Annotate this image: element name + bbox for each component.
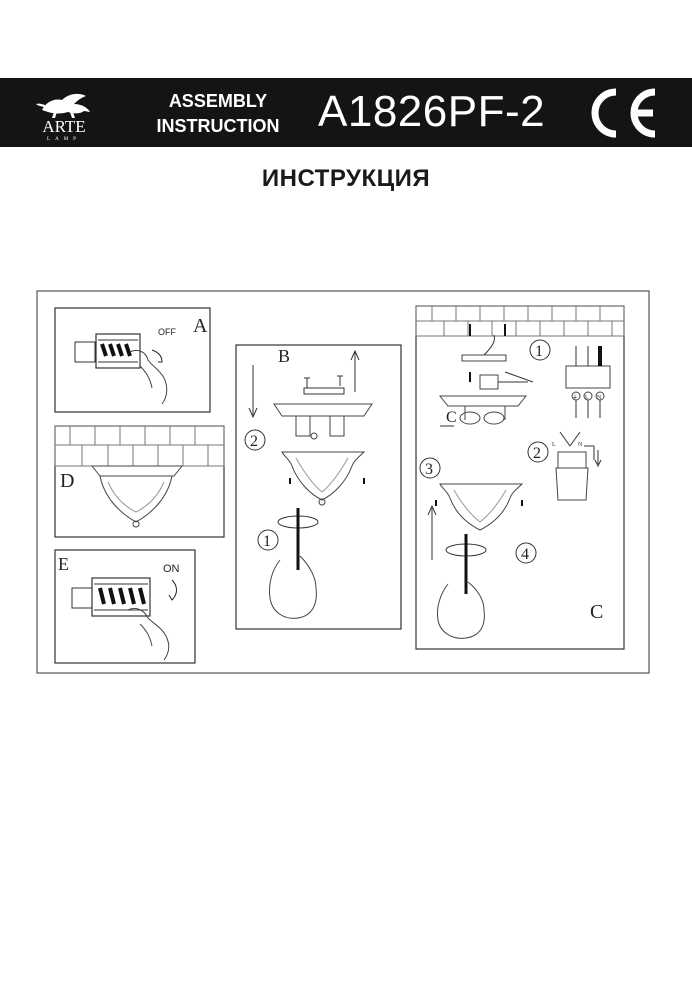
hand-switch-on-icon bbox=[127, 607, 170, 661]
inline-letter-c: C bbox=[446, 409, 457, 426]
step-3-label: 3 bbox=[425, 461, 433, 478]
live-label-socket: L bbox=[552, 442, 556, 448]
lamp-socket-icon bbox=[555, 431, 595, 501]
step-1-label: 1 bbox=[535, 343, 543, 360]
header-assembly: ASSEMBLY bbox=[168, 91, 268, 111]
terminal-block-icon bbox=[565, 346, 611, 418]
model-number: A1826PF-2 bbox=[318, 87, 546, 136]
panel-c-letter: C bbox=[590, 601, 603, 623]
mounted-lamp-icon bbox=[90, 465, 184, 528]
canopy-icon bbox=[273, 403, 373, 440]
neutral-label-socket: N bbox=[578, 442, 583, 448]
up-arrow-icon bbox=[350, 349, 360, 392]
curved-arrow-icon bbox=[168, 579, 177, 601]
glass-shade-icon bbox=[281, 451, 366, 506]
step-1-label: 1 bbox=[263, 533, 271, 550]
arte-lamp-logo: ARTE LAMP bbox=[36, 93, 90, 142]
switch-off-label: OFF bbox=[158, 327, 176, 337]
step-1-circle bbox=[257, 529, 279, 551]
panel-b-letter: B bbox=[278, 346, 290, 366]
step-4-label: 4 bbox=[521, 546, 529, 563]
ground-symbol: ⏚ bbox=[572, 394, 578, 401]
panel-e: E ON bbox=[54, 549, 196, 664]
griffin-icon bbox=[36, 93, 90, 118]
switch-on-label: ON bbox=[163, 563, 180, 575]
glass-shade-icon bbox=[435, 483, 524, 531]
step-1-circle bbox=[529, 339, 551, 361]
down-arrow-icon bbox=[594, 450, 602, 468]
ceiling-brick-icon bbox=[54, 425, 225, 467]
panel-d-letter: D bbox=[60, 470, 74, 492]
step-2-circle bbox=[244, 429, 266, 451]
step-4-circle bbox=[515, 542, 537, 564]
neutral-label-terminal: N bbox=[597, 395, 602, 401]
down-arrow-icon bbox=[248, 365, 258, 419]
screws-icon bbox=[303, 375, 345, 395]
mounting-bar-icon bbox=[461, 334, 507, 382]
brand-sub: LAMP bbox=[47, 137, 81, 142]
header-instruction: INSTRUCTION bbox=[156, 116, 280, 136]
panel-a-letter: A bbox=[193, 315, 208, 337]
hand-screwdriver-icon bbox=[437, 534, 487, 639]
ce-mark-icon bbox=[591, 88, 656, 138]
panel-c: C 1 C 2 bbox=[415, 305, 625, 650]
diagram-frame bbox=[36, 290, 650, 674]
step-3-circle bbox=[419, 457, 441, 479]
panel-a: A OFF bbox=[54, 307, 211, 413]
live-label-terminal: L bbox=[585, 395, 589, 401]
panel-d: D bbox=[54, 425, 225, 538]
ceiling-brick-icon bbox=[415, 305, 625, 337]
step-2-label: 2 bbox=[533, 445, 541, 462]
brand-name: ARTE bbox=[42, 117, 85, 136]
up-arrow-icon bbox=[427, 504, 437, 560]
hand-switch-off-icon bbox=[129, 349, 168, 405]
breaker-box bbox=[71, 577, 151, 617]
page-title: ИНСТРУКЦИЯ bbox=[261, 165, 431, 192]
wire-connector-icon bbox=[479, 371, 534, 390]
bulb-holders-icon bbox=[440, 411, 505, 427]
panel-e-letter: E bbox=[58, 554, 69, 574]
hand-screwdriver-icon bbox=[269, 508, 319, 619]
panel-b: B 2 1 bbox=[235, 344, 402, 630]
step-2-label: 2 bbox=[250, 433, 258, 450]
header-bar bbox=[0, 78, 692, 147]
step-2-circle bbox=[527, 441, 549, 463]
breaker-box bbox=[74, 333, 141, 369]
